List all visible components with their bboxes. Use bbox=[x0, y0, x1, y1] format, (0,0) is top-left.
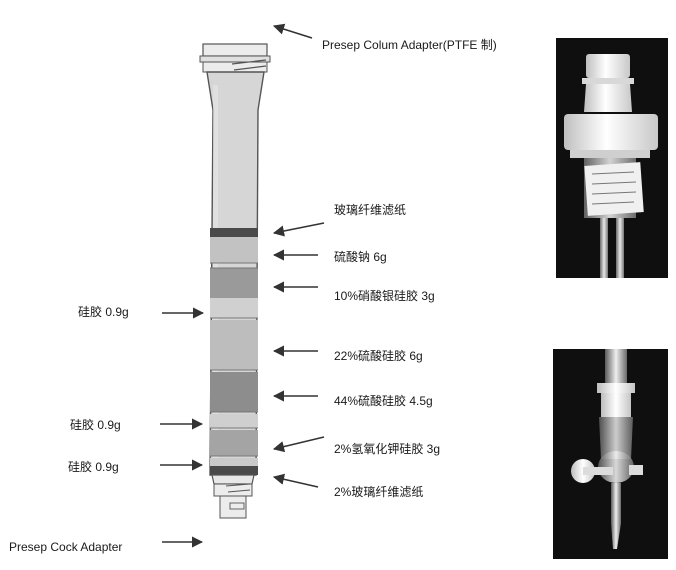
label-silica-1: 硅胶 0.9g bbox=[78, 305, 129, 319]
arrow-koh bbox=[272, 436, 325, 453]
label-cock-adapter: Presep Cock Adapter bbox=[9, 540, 123, 554]
band-glass-fiber-top bbox=[210, 228, 258, 237]
label-silica-3: 硅胶 0.9g bbox=[68, 460, 119, 474]
band-silver-nitrate bbox=[210, 268, 258, 298]
band-glass-fiber-bottom bbox=[210, 466, 258, 475]
label-silver-nitrate: 10%硝酸银硅胶 3g bbox=[334, 289, 435, 303]
label-silica-2: 硅胶 0.9g bbox=[70, 418, 121, 432]
label-sulfuric-44: 44%硫酸硅胶 4.5g bbox=[334, 394, 433, 408]
band-silica-2 bbox=[210, 414, 258, 428]
bottom-adapter bbox=[211, 474, 255, 519]
band-sulfuric-44 bbox=[210, 372, 258, 412]
band-sulfuric-22 bbox=[210, 320, 258, 370]
band-silica-1 bbox=[210, 298, 258, 318]
band-sodium-sulfate bbox=[210, 237, 258, 263]
label-koh: 2%氢氧化钾硅胶 3g bbox=[334, 442, 441, 456]
arrow-top-adapter bbox=[272, 23, 313, 39]
band-koh bbox=[210, 430, 258, 456]
label-sulfuric-22: 22%硫酸硅胶 6g bbox=[334, 349, 423, 363]
top-adapter bbox=[199, 43, 271, 73]
photo-cock-adapter bbox=[553, 349, 668, 559]
label-sodium-sulfate: 硫酸钠 6g bbox=[334, 250, 387, 264]
label-glass-fiber-top: 玻璃纤维滤纸 bbox=[334, 203, 407, 217]
band-silica-3 bbox=[210, 458, 258, 466]
label-top-adapter: Presep Colum Adapter(PTFE 制) bbox=[322, 38, 497, 52]
arrow-glass-fiber-top bbox=[272, 222, 325, 237]
arrow-glass-fiber-bottom bbox=[272, 473, 319, 488]
label-glass-fiber-bottom: 2%玻璃纤维滤纸 bbox=[334, 485, 424, 499]
photo-column-adapter bbox=[556, 38, 668, 278]
